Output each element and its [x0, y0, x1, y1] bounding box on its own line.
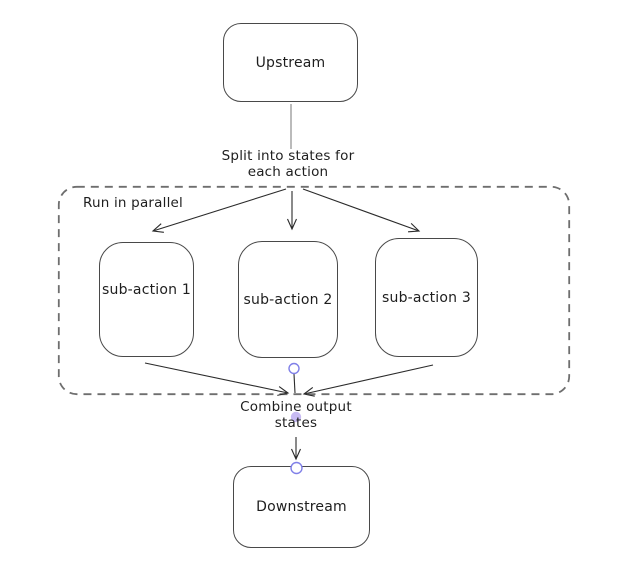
node-sub-action-3[interactable]: sub-action 3	[375, 238, 478, 357]
arrow-subaction3-to-combine[interactable]	[302, 364, 434, 397]
node-sub-action-2[interactable]: sub-action 2	[238, 241, 338, 358]
node-downstream[interactable]: Downstream	[233, 466, 370, 548]
arrow-split-to-subaction1[interactable]	[151, 188, 287, 233]
label-run-in-parallel[interactable]: Run in parallel	[83, 195, 183, 211]
node-upstream-label: Upstream	[255, 54, 326, 71]
node-sub-action-3-label: sub-action 3	[382, 289, 471, 306]
arrow-subaction1-to-combine[interactable]	[144, 362, 290, 396]
node-sub-action-2-label: sub-action 2	[243, 291, 333, 308]
node-upstream[interactable]: Upstream	[223, 23, 358, 102]
node-sub-action-1[interactable]: sub-action 1	[99, 242, 194, 357]
node-downstream-label: Downstream	[256, 499, 347, 515]
label-combine-output-states[interactable]: Combine output states	[240, 399, 352, 431]
arrow-split-to-subaction3[interactable]	[302, 188, 421, 233]
label-split-into-states[interactable]: Split into states for each action	[221, 148, 355, 180]
edge-subaction2-to-combine[interactable]	[293, 373, 296, 394]
node-sub-action-1-label: sub-action 1	[102, 281, 191, 298]
arrow-midpoint-dot[interactable]	[290, 411, 302, 423]
